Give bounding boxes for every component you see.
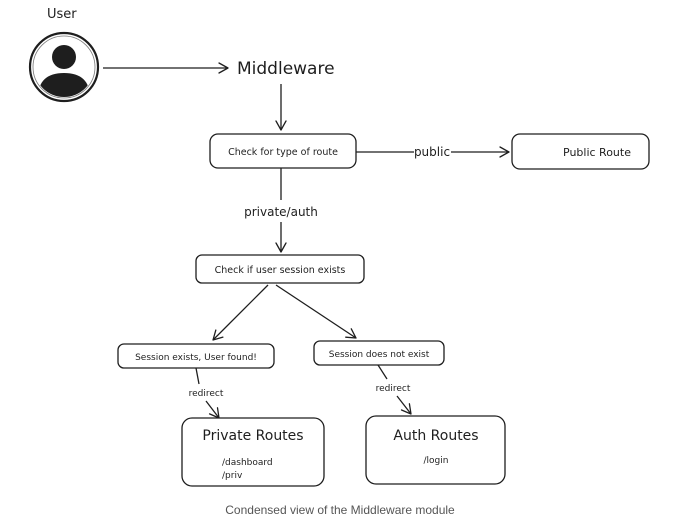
auth-routes-title: Auth Routes (393, 428, 478, 444)
check-route-label: Check for type of route (228, 147, 338, 158)
check-session-node: Check if user session exists (195, 254, 365, 284)
check-route-node: Check for type of route (209, 133, 357, 169)
auth-routes-node: Auth Routes /login (365, 415, 506, 485)
session-found-label: Session exists, User found! (135, 353, 257, 363)
redirect-right-line-a (377, 364, 388, 380)
private-routes-node: Private Routes /dashboard /priv (181, 417, 325, 487)
user-label: User (47, 7, 77, 22)
middleware-flow-diagram: User Middleware Check for type of route … (28, 7, 650, 487)
public-edge-label: public (414, 145, 450, 159)
private-routes-title: Private Routes (202, 428, 303, 444)
session-found-arrow (212, 284, 269, 341)
private-route-path: /priv (222, 471, 243, 481)
middleware-label: Middleware (237, 59, 335, 79)
public-route-label: Public Route (563, 146, 631, 159)
figure-caption: Condensed view of the Middleware module (225, 503, 455, 517)
redirect-left-label: redirect (189, 389, 224, 399)
public-route-node: Public Route (511, 133, 650, 170)
session-missing-arrow (275, 284, 357, 339)
redirect-left-arrow (205, 400, 220, 419)
private-route-path: /dashboard (222, 458, 273, 468)
redirect-left-line-a (195, 367, 200, 385)
redirect-right-arrow (396, 395, 412, 415)
auth-route-path: /login (424, 456, 449, 466)
session-found-node: Session exists, User found! (117, 343, 275, 369)
check-session-label: Check if user session exists (215, 265, 346, 276)
session-missing-label: Session does not exist (329, 350, 430, 360)
redirect-right-label: redirect (376, 384, 411, 394)
private-edge-label: private/auth (244, 205, 318, 219)
session-missing-node: Session does not exist (313, 340, 445, 366)
user-avatar-icon (28, 31, 100, 103)
